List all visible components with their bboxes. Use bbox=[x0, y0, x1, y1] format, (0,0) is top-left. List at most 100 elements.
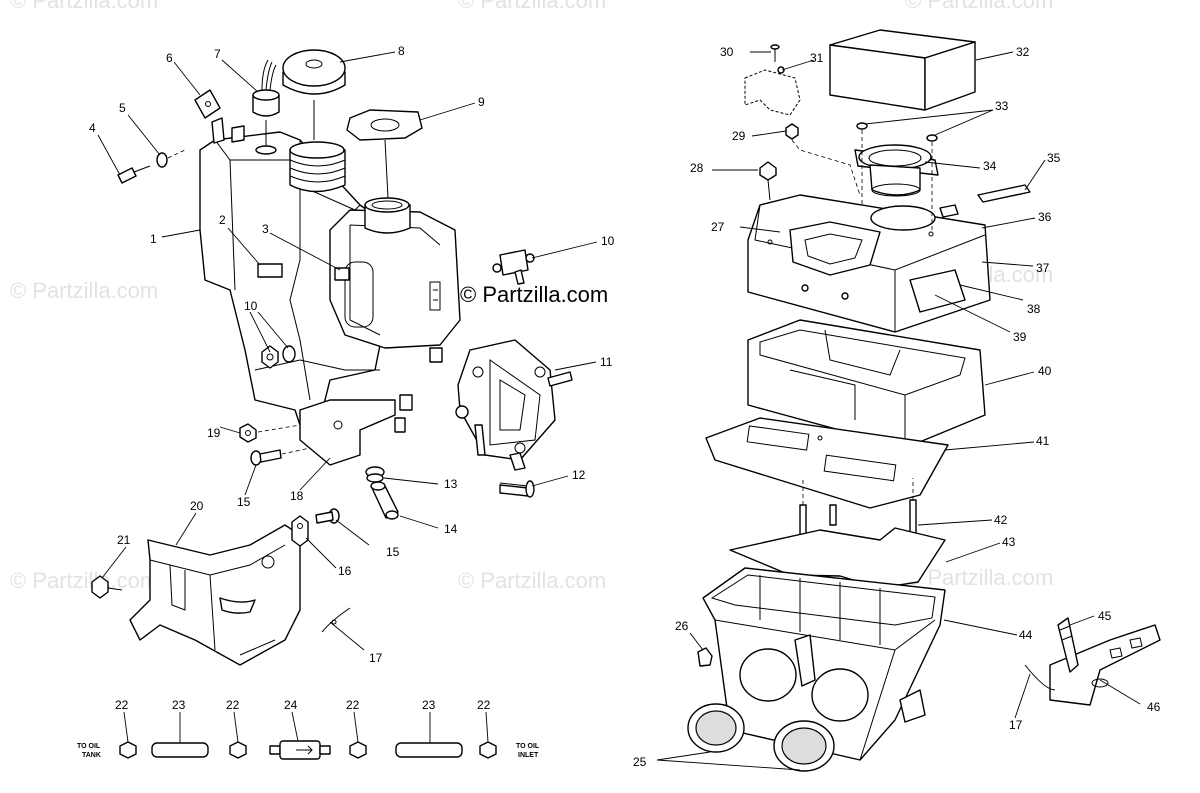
hose-23-b bbox=[395, 742, 463, 758]
watermark-low-center: © Partzilla.com bbox=[458, 568, 606, 593]
callout-21: 21 bbox=[117, 533, 131, 547]
reservoir-neck bbox=[364, 204, 411, 234]
bracket-46 bbox=[1049, 624, 1161, 706]
note-to-oil-tank-line1: TO OIL bbox=[77, 743, 101, 750]
air-horn-34 bbox=[854, 144, 939, 197]
label-decal-3 bbox=[334, 267, 350, 281]
watermark-mid-left: © Partzilla.com bbox=[10, 278, 158, 303]
watermark-main: © Partzilla.com bbox=[460, 282, 608, 307]
callout-5: 5 bbox=[119, 101, 126, 115]
washer-5 bbox=[156, 152, 168, 168]
bolt-12 bbox=[499, 480, 535, 498]
mount-bracket-20 bbox=[129, 524, 301, 666]
callout-22-d: 22 bbox=[477, 698, 491, 712]
callout-39: 39 bbox=[1013, 330, 1027, 344]
callout-38: 38 bbox=[1027, 302, 1041, 316]
airbox-cover-27 bbox=[747, 194, 991, 333]
callout-16: 16 bbox=[338, 564, 352, 578]
callout-2: 2 bbox=[219, 213, 226, 227]
gasket-9 bbox=[346, 109, 423, 141]
fitting-26 bbox=[697, 647, 713, 667]
callout-23-b: 23 bbox=[422, 698, 436, 712]
nut-19 bbox=[239, 423, 257, 443]
callout-45: 45 bbox=[1098, 609, 1112, 623]
screw-15-left bbox=[250, 449, 282, 466]
callout-30: 30 bbox=[720, 45, 734, 59]
watermark-top-center: © Partzilla.com bbox=[458, 0, 606, 13]
gasket-41 bbox=[705, 417, 949, 509]
plug-28 bbox=[759, 161, 777, 201]
filler-cap-8 bbox=[282, 49, 346, 140]
screw-33-b bbox=[926, 134, 938, 142]
callout-34: 34 bbox=[983, 159, 997, 173]
callout-36: 36 bbox=[1038, 210, 1052, 224]
baffle-40 bbox=[747, 319, 986, 449]
callout-7: 7 bbox=[214, 47, 221, 61]
callout-22-b: 22 bbox=[226, 698, 240, 712]
standoffs-42 bbox=[799, 478, 917, 548]
callout-17-left: 17 bbox=[369, 651, 383, 665]
callout-27: 27 bbox=[711, 220, 725, 234]
callout-25: 25 bbox=[633, 755, 647, 769]
clamp-22-a bbox=[119, 741, 137, 759]
screw-4 bbox=[117, 165, 151, 184]
strap-45 bbox=[1057, 617, 1079, 673]
callout-1: 1 bbox=[150, 232, 157, 246]
oil-line-notes: TO OIL TANK TO OIL INLET bbox=[77, 743, 540, 759]
filter-24 bbox=[269, 740, 331, 760]
oil-pump-11 bbox=[455, 339, 573, 471]
callout-numbers: 1 2 3 4 5 6 7 8 9 10 10 11 12 13 14 15 1… bbox=[89, 44, 1161, 769]
clamp-22-d bbox=[479, 741, 497, 759]
tie-strap-17-right bbox=[1024, 664, 1056, 691]
callout-22-a: 22 bbox=[115, 698, 129, 712]
callout-42: 42 bbox=[994, 513, 1008, 527]
callout-22-c: 22 bbox=[346, 698, 360, 712]
callout-10-left: 10 bbox=[244, 299, 258, 313]
foam-filter-32 bbox=[829, 29, 976, 111]
callout-12: 12 bbox=[572, 468, 586, 482]
callout-28: 28 bbox=[690, 161, 704, 175]
callout-14: 14 bbox=[444, 522, 458, 536]
callout-44: 44 bbox=[1019, 628, 1033, 642]
watermarks: © Partzilla.com © Partzilla.com © Partzi… bbox=[10, 0, 1053, 593]
oil-tank-assembly bbox=[199, 131, 461, 466]
callout-41: 41 bbox=[1036, 434, 1050, 448]
bracket-31 bbox=[744, 69, 801, 116]
nut-29 bbox=[785, 123, 799, 140]
callout-9: 9 bbox=[478, 95, 485, 109]
screw-33-a bbox=[856, 122, 868, 130]
clamp-22-b bbox=[229, 741, 247, 759]
tank-neck-opening bbox=[289, 141, 345, 159]
note-to-oil-inlet-line1: TO OIL bbox=[516, 743, 540, 750]
clip-6 bbox=[194, 89, 245, 144]
note-to-oil-inlet-line2: INLET bbox=[518, 752, 539, 759]
watermark-low-right: © Partzilla.com bbox=[905, 565, 1053, 590]
screw-15-right bbox=[315, 508, 340, 524]
callout-26: 26 bbox=[675, 619, 689, 633]
leader-lines bbox=[97, 51, 1141, 771]
oil-line-row bbox=[119, 740, 497, 760]
callout-43: 43 bbox=[1002, 535, 1016, 549]
boots-25 bbox=[687, 703, 835, 772]
label-decal-2 bbox=[257, 263, 283, 278]
callout-31: 31 bbox=[810, 51, 824, 65]
watermark-low-left: © Partzilla.com bbox=[10, 568, 158, 593]
grommet-13 bbox=[365, 466, 385, 483]
callout-15-left: 15 bbox=[237, 495, 251, 509]
sensor-cap-7 bbox=[252, 59, 280, 155]
callout-13: 13 bbox=[444, 477, 458, 491]
callout-11: 11 bbox=[600, 355, 613, 369]
nuts-10-left bbox=[261, 345, 296, 369]
fitting-10-right bbox=[492, 249, 535, 285]
fitting-14 bbox=[370, 481, 399, 520]
callout-46: 46 bbox=[1147, 700, 1161, 714]
watermark-top-right: © Partzilla.com bbox=[905, 0, 1053, 13]
airbox-44 bbox=[702, 567, 946, 761]
bolt-21 bbox=[91, 575, 123, 599]
callout-20: 20 bbox=[190, 499, 204, 513]
callout-24: 24 bbox=[284, 698, 298, 712]
callout-10-right: 10 bbox=[601, 234, 615, 248]
callout-32: 32 bbox=[1016, 45, 1030, 59]
callout-8: 8 bbox=[398, 44, 405, 58]
